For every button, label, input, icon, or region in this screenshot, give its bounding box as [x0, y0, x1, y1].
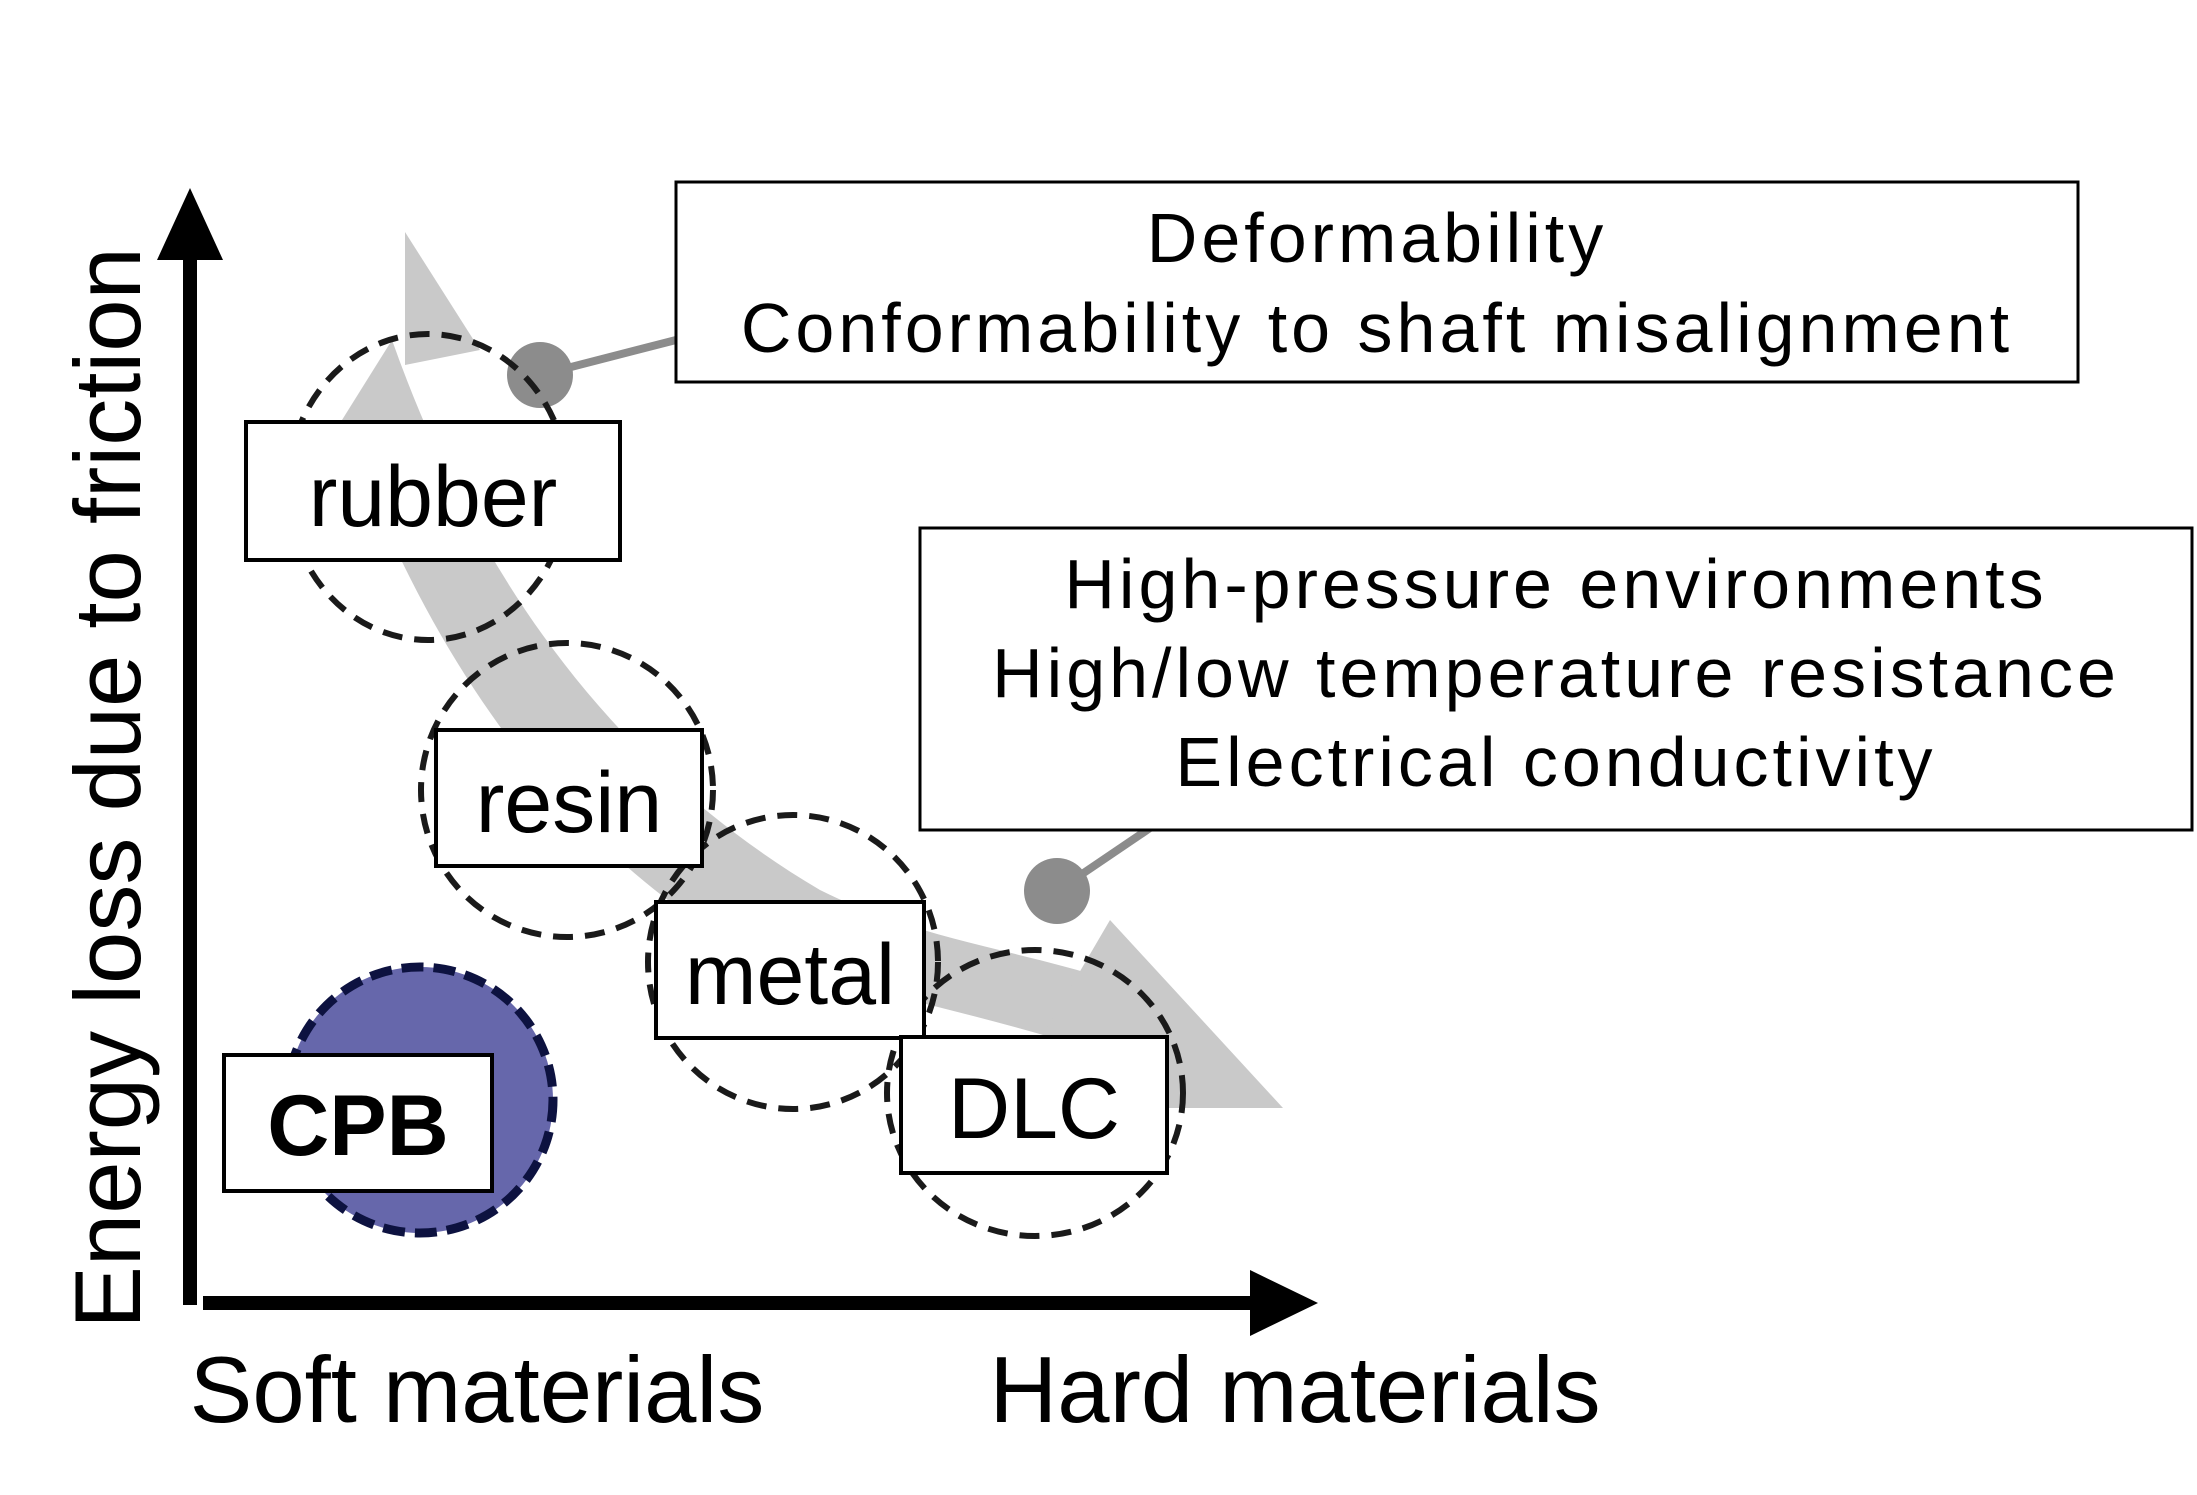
x-axis-right-label: Hard materials [989, 1337, 1600, 1442]
callout-hard-box [918, 526, 2194, 832]
callout-connectors [507, 336, 1153, 924]
rubber-label-box [244, 420, 622, 562]
callout-hard-line-2: High/low temperature resistance [992, 634, 2120, 712]
material-label-metal: metal [654, 900, 926, 1040]
callout-hard-line-1: High-pressure environments [1064, 545, 2047, 623]
material-label-dlc: DLC [899, 1035, 1169, 1175]
resin-label-box [434, 728, 704, 868]
dlc-region [884, 947, 1186, 1239]
dlc-label: DLC [948, 1061, 1120, 1157]
x-axis-left-label: Soft materials [190, 1337, 765, 1442]
dlc-label-box [899, 1035, 1169, 1175]
rubber-label: rubber [309, 449, 558, 545]
trend-arrow-tail [405, 232, 480, 365]
callout-soft-line-2: Conformability to shaft misalignment [741, 289, 2013, 367]
y-axis-arrowhead [157, 188, 223, 260]
metal-label: metal [685, 927, 895, 1023]
material-regions [285, 331, 1186, 1239]
cpb-label-box [222, 1053, 494, 1193]
metal-region [645, 812, 941, 1112]
callout-hard: High-pressure environments High/low temp… [918, 526, 2194, 832]
resin-region [418, 640, 716, 940]
material-label-resin: resin [434, 728, 704, 868]
y-axis-label: Energy loss due to friction [55, 247, 160, 1329]
callout-soft-marker [507, 342, 573, 408]
callout-hard-line-3: Electrical conductivity [1175, 723, 1936, 801]
cpb-label: CPB [267, 1078, 449, 1174]
metal-label-box [654, 900, 926, 1040]
callout-soft-box [674, 180, 2080, 384]
material-label-cpb: CPB [222, 1053, 494, 1193]
resin-label: resin [476, 755, 662, 851]
callout-soft: Deformability Conformability to shaft mi… [674, 180, 2080, 384]
material-label-rubber: rubber [244, 420, 622, 562]
axes [157, 188, 1318, 1336]
callout-hard-marker [1024, 858, 1090, 924]
x-axis-arrowhead [1250, 1270, 1318, 1336]
callout-soft-line-1: Deformability [1147, 199, 1607, 277]
